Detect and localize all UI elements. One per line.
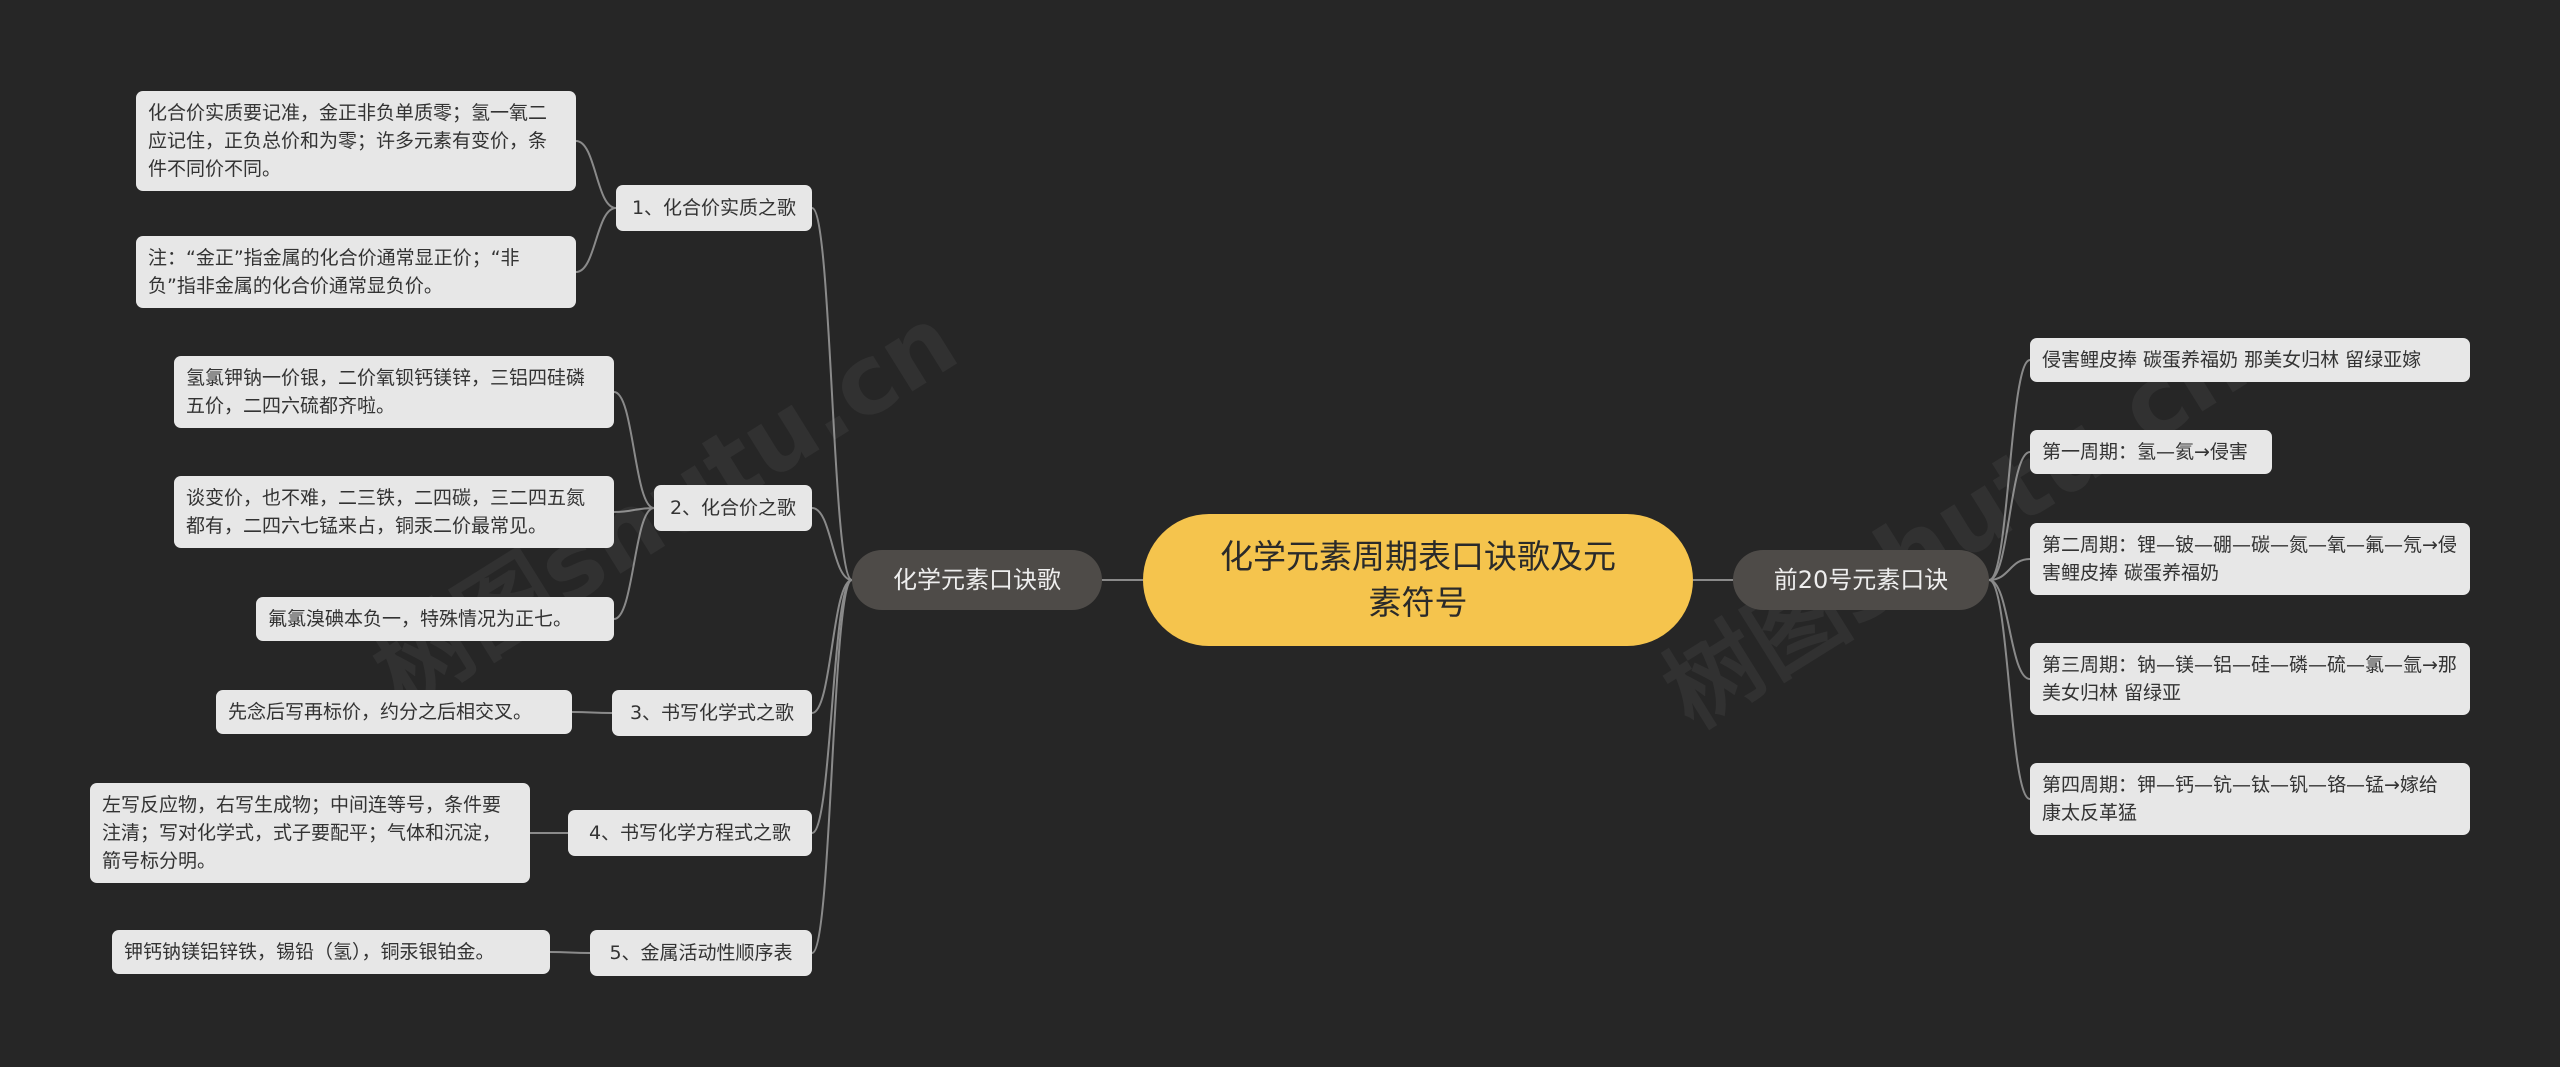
- branch-left-label: 化学元素口诀歌: [893, 566, 1061, 594]
- category-5[interactable]: 5、金属活动性顺序表: [590, 930, 812, 976]
- leaf-2-2-text: 谈变价，也不难，二三铁，二四碳，三二四五氮都有，二四六七锰来占，铜汞二价最常见。: [186, 487, 586, 537]
- leaf-4-1[interactable]: 左写反应物，右写生成物；中间连等号，条件要注清；写对化学式，式子要配平；气体和沉…: [90, 783, 530, 883]
- right-leaf-1-text: 侵害鲤皮捧 碳蛋养福奶 那美女归林 留绿亚嫁: [2042, 349, 2422, 371]
- leaf-5-1[interactable]: 钾钙钠镁铝锌铁，锡铅（氢），铜汞银铂金。: [112, 930, 550, 974]
- branch-right-label: 前20号元素口诀: [1773, 566, 1949, 594]
- link-branch-right-leaf-1: [1988, 359, 2031, 581]
- link-branch-category-1: [811, 207, 853, 581]
- category-4-label: 4、书写化学方程式之歌: [588, 822, 792, 844]
- right-leaf-5[interactable]: 第四周期：钾—钙—钪—钛—钒—铬—锰→嫁给 康太反革猛: [2030, 763, 2470, 835]
- root-title: 化学元素周期表口诀歌及元素符号: [1220, 537, 1616, 622]
- right-leaf-2[interactable]: 第一周期：氢—氦→侵害: [2030, 430, 2272, 474]
- link-branch-right-leaf-5: [1988, 579, 2031, 800]
- leaf-5-1-text: 钾钙钠镁铝锌铁，锡铅（氢），铜汞银铂金。: [124, 941, 495, 963]
- link-branch-right-leaf-3: [1988, 558, 2031, 581]
- branch-right[interactable]: 前20号元素口诀: [1733, 550, 1989, 610]
- category-5-label: 5、金属活动性顺序表: [609, 942, 793, 964]
- link-branch-category-3: [811, 579, 853, 714]
- link-branch-category-2: [811, 507, 853, 581]
- link-leaf-1-2: [575, 207, 617, 273]
- right-leaf-3-text: 第二周期：锂—铍—硼—碳—氮—氧—氟—氖→侵害鲤皮捧 碳蛋养福奶: [2042, 534, 2457, 584]
- leaf-2-2[interactable]: 谈变价，也不难，二三铁，二四碳，三二四五氮都有，二四六七锰来占，铜汞二价最常见。: [174, 476, 614, 548]
- category-2-label: 2、化合价之歌: [669, 497, 797, 519]
- leaf-1-2[interactable]: 注：“金正”指金属的化合价通常显正价；“非负”指非金属的化合价通常显负价。: [136, 236, 576, 308]
- right-leaf-1[interactable]: 侵害鲤皮捧 碳蛋养福奶 那美女归林 留绿亚嫁: [2030, 338, 2470, 382]
- link-leaf-2-3: [613, 507, 655, 620]
- leaf-3-1-text: 先念后写再标价，约分之后相交叉。: [228, 701, 533, 723]
- link-leaf-2-2: [613, 507, 655, 513]
- category-1-label: 1、化合价实质之歌: [631, 197, 797, 219]
- leaf-2-1-text: 氢氯钾钠一价银，二价氧钡钙镁锌，三铝四硅磷五价，二四六硫都齐啦。: [186, 367, 586, 417]
- link-leaf-1-1: [575, 140, 617, 209]
- link-branch-right-leaf-4: [1988, 579, 2031, 680]
- leaf-3-1[interactable]: 先念后写再标价，约分之后相交叉。: [216, 690, 572, 734]
- category-1[interactable]: 1、化合价实质之歌: [616, 185, 812, 231]
- category-2[interactable]: 2、化合价之歌: [654, 485, 812, 531]
- right-leaf-5-text: 第四周期：钾—钙—钪—钛—钒—铬—锰→嫁给 康太反革猛: [2042, 774, 2438, 824]
- leaf-4-1-text: 左写反应物，右写生成物；中间连等号，条件要注清；写对化学式，式子要配平；气体和沉…: [102, 794, 502, 872]
- leaf-2-3[interactable]: 氟氯溴碘本负一，特殊情况为正七。: [256, 597, 614, 641]
- leaf-1-2-text: 注：“金正”指金属的化合价通常显正价；“非负”指非金属的化合价通常显负价。: [148, 247, 520, 297]
- right-leaf-4[interactable]: 第三周期：钠—镁—铝—硅—磷—硫—氯—氩→那美女归林 留绿亚: [2030, 643, 2470, 715]
- link-leaf-5-1: [549, 951, 591, 954]
- leaf-1-1[interactable]: 化合价实质要记准，金正非负单质零；氢一氧二应记住，正负总价和为零；许多元素有变价…: [136, 91, 576, 191]
- link-branch-category-4: [811, 579, 853, 834]
- link-branch-category-5: [811, 579, 853, 954]
- leaf-2-3-text: 氟氯溴碘本负一，特殊情况为正七。: [268, 608, 573, 630]
- link-leaf-3-1: [571, 711, 613, 714]
- right-leaf-4-text: 第三周期：钠—镁—铝—硅—磷—硫—氯—氩→那美女归林 留绿亚: [2042, 654, 2457, 704]
- branch-left[interactable]: 化学元素口诀歌: [852, 550, 1102, 610]
- category-3[interactable]: 3、书写化学式之歌: [612, 690, 812, 736]
- root-node[interactable]: 化学元素周期表口诀歌及元素符号: [1143, 514, 1693, 646]
- category-4[interactable]: 4、书写化学方程式之歌: [568, 810, 812, 856]
- right-leaf-3[interactable]: 第二周期：锂—铍—硼—碳—氮—氧—氟—氖→侵害鲤皮捧 碳蛋养福奶: [2030, 523, 2470, 595]
- link-branch-right-leaf-2: [1988, 451, 2031, 581]
- link-leaf-2-1: [613, 391, 655, 509]
- leaf-2-1[interactable]: 氢氯钾钠一价银，二价氧钡钙镁锌，三铝四硅磷五价，二四六硫都齐啦。: [174, 356, 614, 428]
- right-leaf-2-text: 第一周期：氢—氦→侵害: [2042, 441, 2248, 463]
- leaf-1-1-text: 化合价实质要记准，金正非负单质零；氢一氧二应记住，正负总价和为零；许多元素有变价…: [148, 102, 548, 180]
- category-3-label: 3、书写化学式之歌: [629, 702, 795, 724]
